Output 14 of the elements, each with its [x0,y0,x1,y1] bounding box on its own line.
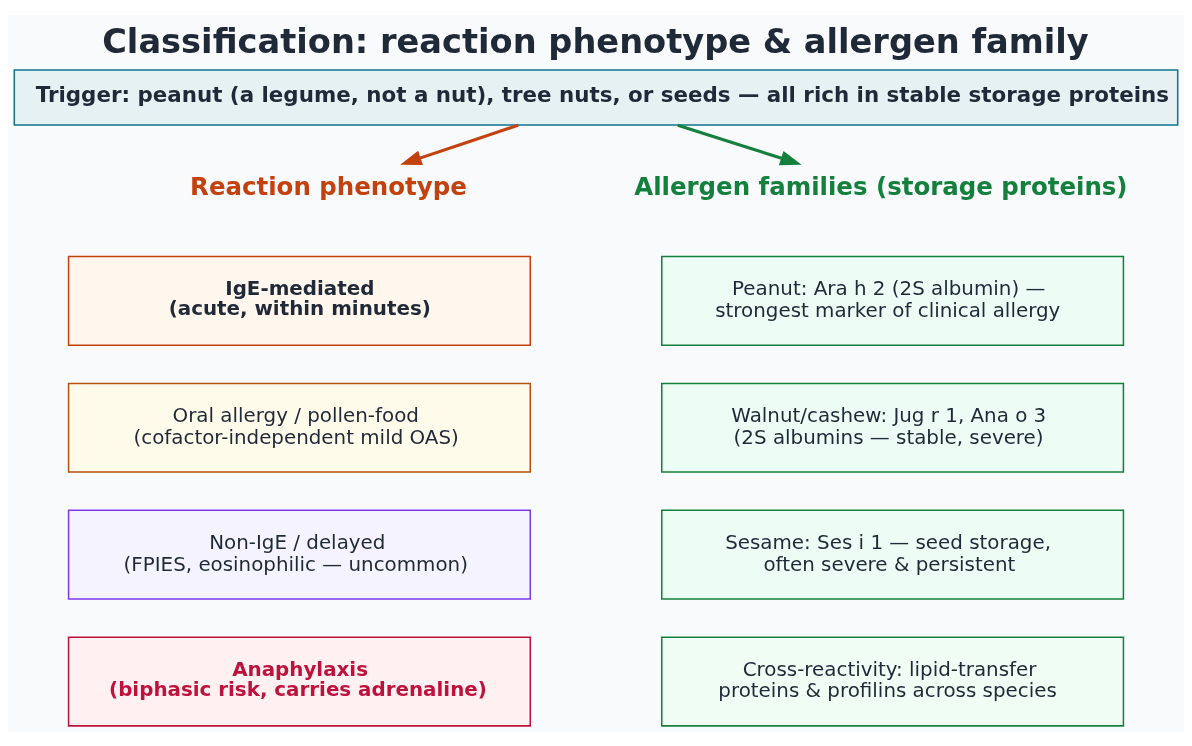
node-box: Non-IgE / delayed (FPIES, eosinophilic — uncommon) [67,509,532,600]
node-box: Peanut: Ara h 2 (2S albumin) — strongest marker of clinical allergy [660,255,1125,346]
node-box: Trigger: peanut (a legume, not a nut), tree nuts, or seeds — all rich in stable storage proteins [13,68,1179,126]
node-box: Walnut/cashew: Jug r 1, Ana o 3 (2S albumins — stable, severe) [660,382,1125,473]
diagram-title: Classification: reaction phenotype & allergen family [102,21,1089,61]
arrow [400,123,519,165]
node-box: Oral allergy / pollen-food (cofactor-independent mild OAS) [67,382,532,473]
node-box: IgE-mediated (acute, within minutes) [67,255,532,346]
node-text: Allergen families (storage proteins) [634,171,1128,201]
node-box: Sesame: Ses i 1 — seed storage, often severe & persistent [660,509,1125,600]
arrow [677,123,802,165]
node-box: Anaphylaxis (biphasic risk, carries adrenaline) [67,635,532,727]
node-text: Reaction phenotype [190,171,467,201]
node-box: Cross-reactivity: lipid-transfer proteins & profilins across species [660,635,1125,727]
